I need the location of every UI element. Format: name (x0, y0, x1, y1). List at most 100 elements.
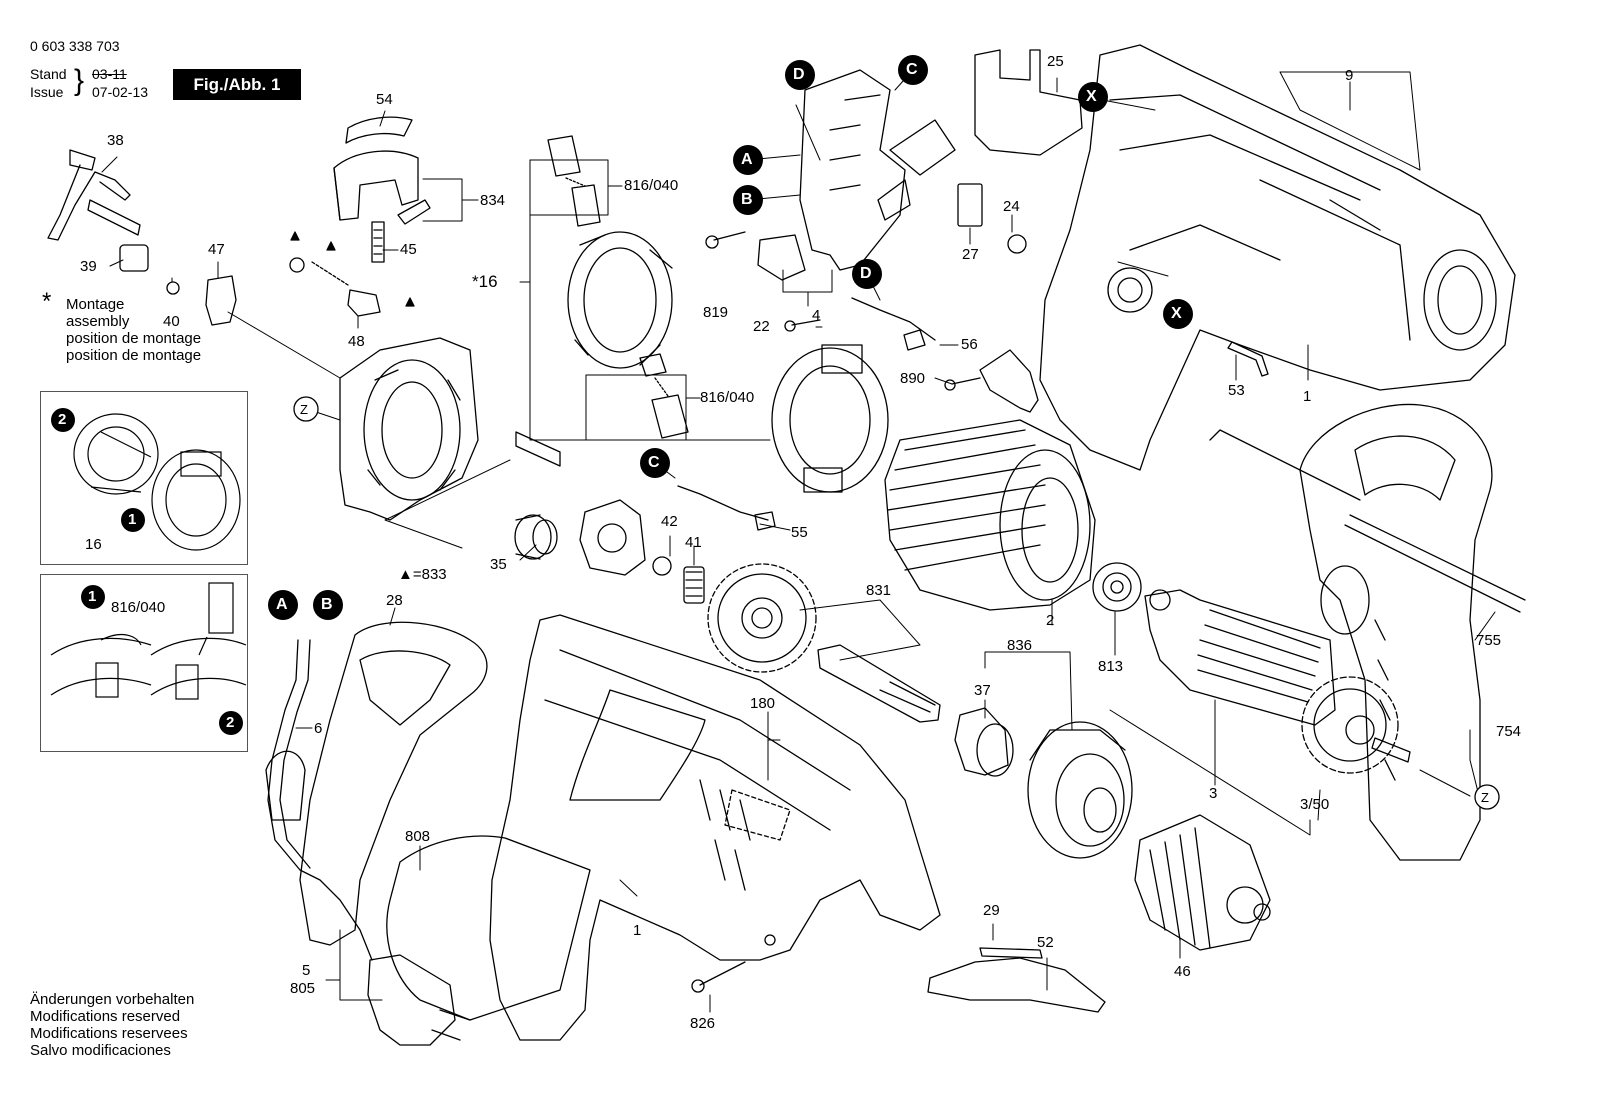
inset-brush-replacement: 1 2 816/040 (40, 574, 248, 752)
modifications-line: Modifications reserved (30, 1008, 181, 1025)
figure-tag: Fig./Abb. 1 (173, 69, 301, 100)
gear-housing-part (1027, 721, 1133, 859)
part-label: 805 (290, 980, 316, 997)
part-label: 40 (163, 313, 180, 330)
part-label: 755 (1476, 632, 1502, 649)
spindle-part (817, 644, 941, 723)
modifications-line: Salvo modificaciones (30, 1042, 171, 1059)
connector-markers (268, 55, 1500, 810)
part-label: 52 (1037, 934, 1054, 951)
part-label: 25 (1047, 53, 1064, 70)
gear-part (707, 563, 817, 673)
drill-chuck-part (1134, 814, 1271, 951)
connector-letter: C (906, 61, 918, 78)
part-label: 45 (400, 241, 417, 258)
brush-part (547, 135, 689, 439)
part-label: 816/040 (700, 389, 755, 406)
switch-part (799, 69, 956, 271)
screw-22-part (791, 319, 821, 326)
part-label: 180 (750, 695, 776, 712)
part-label: *16 (472, 272, 498, 291)
connector-b-marker-2 (313, 590, 343, 620)
bearing-flange-part (339, 337, 479, 521)
part-label: 56 (961, 336, 978, 353)
issue-label: Issue (30, 84, 64, 100)
bushing-part (347, 289, 381, 317)
part-label: 836 (1007, 637, 1033, 654)
step-badge (219, 711, 243, 735)
montage-line: assembly (66, 313, 130, 330)
needle-bearing-part (514, 514, 558, 560)
montage-line: Montage (66, 296, 125, 313)
triangle-marker (405, 297, 415, 307)
part-label: 826 (690, 1015, 716, 1032)
connector-letter: D (793, 66, 805, 83)
part-label: 47 (208, 241, 225, 258)
connector-z-marker-2 (1474, 784, 1500, 810)
part-label: 22 (753, 318, 770, 335)
triangle-marker (326, 241, 336, 251)
modifications-line: Modifications reservees (30, 1025, 188, 1042)
part-label: 816/040 (624, 177, 679, 194)
housing-half-part (1039, 44, 1516, 471)
lever-spring-part (119, 244, 149, 272)
connector-x-marker-2 (1163, 299, 1193, 329)
spacer-27-part (957, 183, 983, 227)
modifications-line: Änderungen vorbehalten (30, 991, 195, 1008)
connector-z-marker (293, 396, 319, 422)
part-label: 35 (490, 556, 507, 573)
part-label: 808 (405, 828, 431, 845)
part-label: 29 (983, 902, 1000, 919)
montage-marker: * (42, 288, 52, 315)
switch-lever-part (205, 275, 237, 326)
part-label: 55 (791, 524, 808, 541)
leader-lines (101, 69, 1496, 1013)
montage-line: position de montage (66, 330, 202, 347)
part-label: 890 (900, 370, 926, 387)
stand-label: Stand (30, 66, 67, 82)
part-label: 42 (661, 513, 678, 530)
part-label: 754 (1496, 723, 1522, 740)
triangle-marker (290, 231, 300, 241)
issue-date: 07-02-13 (92, 84, 149, 100)
connector-letter: C (648, 454, 660, 471)
connector-b-marker (733, 185, 763, 215)
stand-date: 03-11 (92, 66, 127, 82)
screw-819-part (713, 231, 746, 241)
auxiliary-handle-part (1209, 403, 1526, 861)
step-badge (121, 508, 145, 532)
nameplate-part (386, 835, 591, 1021)
connector-a-marker-2 (268, 590, 298, 620)
part-label: 6 (314, 720, 323, 737)
screw-826-part (699, 961, 746, 986)
part-label: 28 (386, 592, 403, 609)
step-number: 2 (58, 411, 67, 428)
screw-part (515, 431, 561, 467)
inset-brush-plate-assembly: 2 1 16 (40, 391, 248, 565)
nut-24-part (1007, 234, 1027, 254)
circlip-part (652, 556, 672, 576)
connector-letter: B (741, 191, 753, 208)
connector-d-marker-2 (852, 259, 882, 289)
part-label: 5 (302, 962, 311, 979)
field-coil-part (884, 419, 1096, 611)
brush-plate-part (567, 231, 673, 369)
step-number: 1 (128, 511, 137, 528)
spring-41-part (683, 566, 705, 604)
part-label: 831 (866, 582, 892, 599)
power-plug-part (367, 954, 471, 1046)
connector-letter: A (741, 151, 753, 168)
part-label: 53 (1228, 382, 1245, 399)
part-label: 41 (685, 534, 702, 551)
document-number: 0 603 338 703 (30, 38, 120, 54)
part-label: 2 (1046, 612, 1055, 629)
housing-body-part (489, 614, 941, 1041)
connector-x-marker (1078, 82, 1108, 112)
inset-1-drawing (51, 408, 241, 551)
part-label: 3/50 (1300, 796, 1330, 813)
part-label: 39 (80, 258, 97, 275)
connector-letter: B (321, 596, 333, 613)
ball-part (166, 281, 180, 295)
